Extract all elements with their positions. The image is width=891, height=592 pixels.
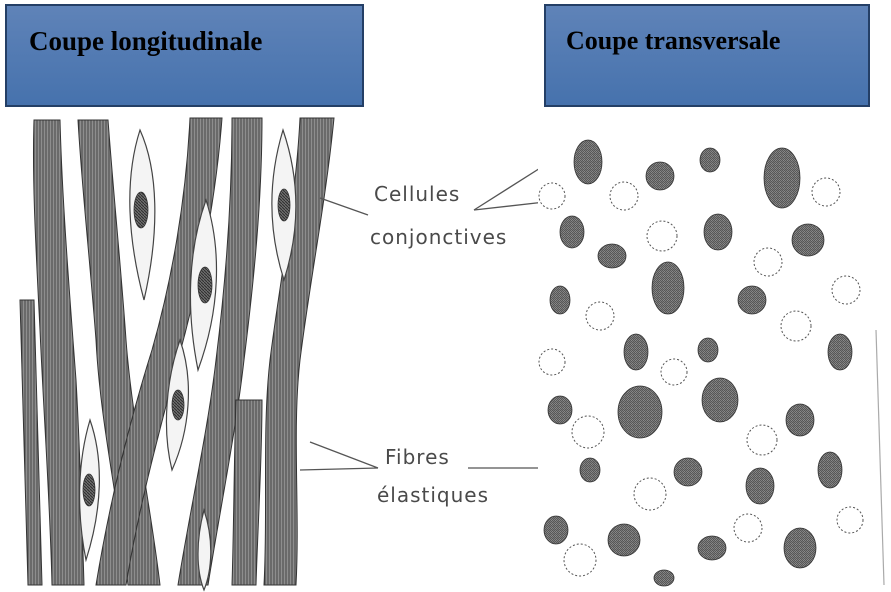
connective-cell-cross-section <box>734 514 762 542</box>
fiber-cross-section <box>746 468 774 504</box>
fiber-cross-section <box>548 396 572 424</box>
longitudinal-section <box>20 118 334 590</box>
fiber-cross-section <box>704 214 732 250</box>
fiber-cross-section <box>618 386 662 438</box>
fiber-cross-section <box>654 570 674 586</box>
connective-cell-cross-section <box>837 507 863 533</box>
fiber-cross-section <box>702 378 738 422</box>
transverse-section <box>538 118 884 590</box>
fiber-cross-section <box>560 216 584 248</box>
fiber-cross-section <box>624 334 648 370</box>
fiber-cross-section <box>818 452 842 488</box>
fiber-cross-section <box>784 528 816 568</box>
fiber-cross-section <box>608 524 640 556</box>
cell-nucleus <box>134 192 148 228</box>
connective-cell-cross-section <box>781 311 811 341</box>
elastic-fiber <box>33 120 84 585</box>
elastic-fiber <box>20 300 42 585</box>
fiber-cross-section <box>652 262 684 314</box>
pointer-lines <box>300 165 548 470</box>
label-fibres: Fibres <box>385 444 450 470</box>
label-cellules: Cellules <box>374 181 460 207</box>
title-box-transversal: Coupe transversale <box>544 4 870 107</box>
fiber-cross-section <box>738 286 766 314</box>
fiber-cross-section <box>550 286 570 314</box>
label-conjonctives: conjonctives <box>370 224 507 250</box>
fiber-cross-section <box>700 148 720 172</box>
cell-nucleus <box>278 189 290 221</box>
title-longitudinal: Coupe longitudinale <box>29 26 262 57</box>
connective-cell-cross-section <box>812 178 840 206</box>
connective-cell-cross-section <box>564 544 596 576</box>
fiber-cross-section <box>792 224 824 256</box>
connective-cell-cross-section <box>747 425 777 455</box>
connective-cell-cross-section <box>586 302 614 330</box>
cell-nucleus <box>198 267 212 303</box>
fiber-cross-section <box>674 458 702 486</box>
connective-cell-cross-section <box>610 182 638 210</box>
fiber-cross-section <box>698 338 718 362</box>
connective-cell-cross-section <box>754 248 782 276</box>
connective-cell-cross-section <box>539 349 565 375</box>
fiber-cross-section <box>786 404 814 436</box>
connective-cell-cross-section <box>634 478 666 510</box>
cell-nucleus <box>172 390 184 420</box>
fiber-cross-section <box>764 148 800 208</box>
fiber-cross-section <box>544 516 568 544</box>
connective-cell-cross-section <box>572 416 604 448</box>
cell-nucleus <box>83 474 95 506</box>
fiber-cross-section <box>574 140 602 184</box>
connective-cell-cross-section <box>661 359 687 385</box>
fiber-cross-section <box>580 458 600 482</box>
title-transversal: Coupe transversale <box>566 26 780 56</box>
connective-cell-cross-section <box>647 221 677 251</box>
elastic-fiber <box>232 400 262 585</box>
title-box-longitudinal: Coupe longitudinale <box>5 4 364 107</box>
connective-cell-cross-section <box>832 276 860 304</box>
connective-cell-cross-section <box>539 183 565 209</box>
label-elastiques: élastiques <box>377 482 489 508</box>
fiber-cross-section <box>828 334 852 370</box>
fiber-cross-section <box>698 536 726 560</box>
fiber-cross-section <box>598 244 626 268</box>
fiber-cross-section <box>646 162 674 190</box>
